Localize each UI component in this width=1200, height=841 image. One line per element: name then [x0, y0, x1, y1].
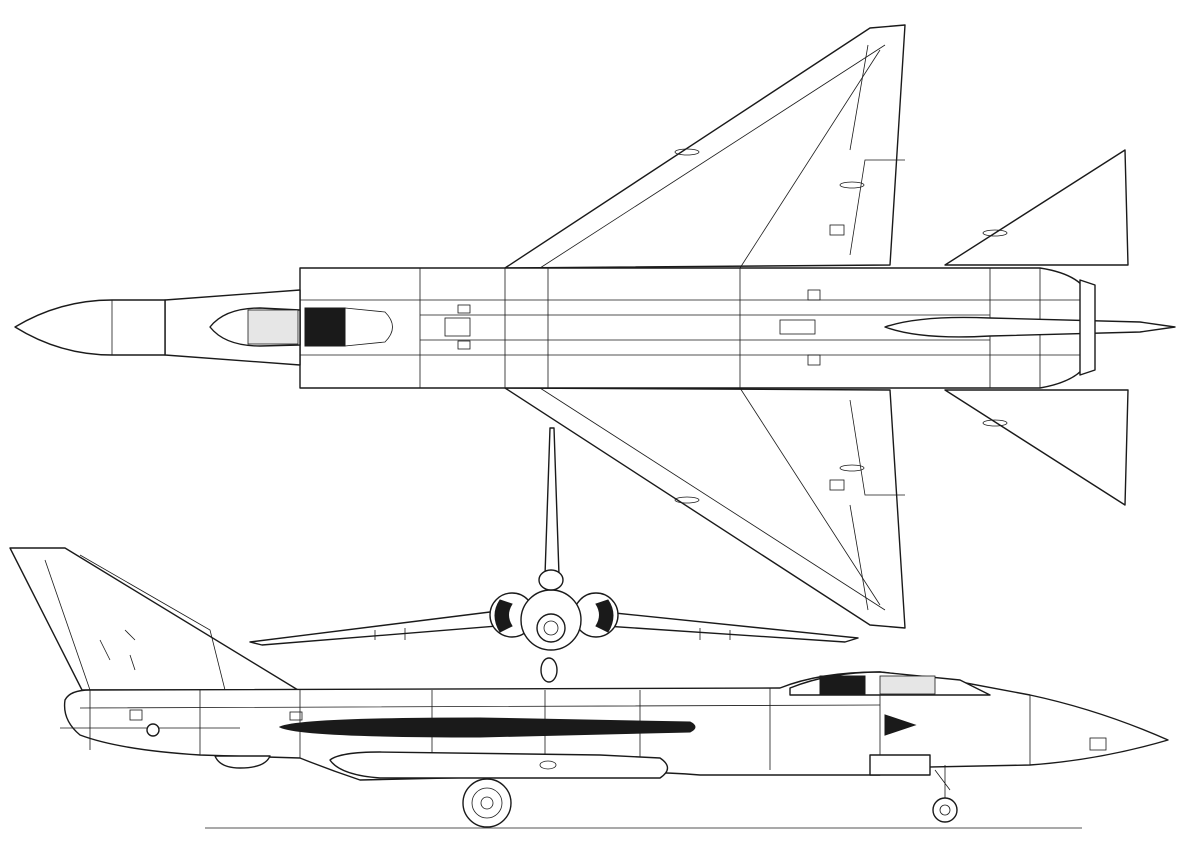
top-view-tail-pod-and-probe: [884, 279, 1176, 376]
side-view: [9, 547, 1169, 829]
side-view-nose-landing-gear: [869, 754, 958, 823]
front-view: [249, 427, 859, 683]
side-view-main-landing-gear: [462, 778, 512, 828]
top-view: [14, 24, 1176, 629]
top-view-canopy: [247, 309, 299, 345]
top-view-lower-wing: [504, 387, 906, 629]
side-view-canopy: [879, 675, 936, 695]
top-view-tailplanes: [944, 149, 1129, 506]
top-view-fuselage: [14, 267, 1091, 389]
front-view-left-wing: [249, 611, 511, 646]
side-view-ventral-tank: [329, 751, 669, 779]
front-view-right-wing: [589, 611, 859, 643]
side-view-missile: [278, 717, 696, 738]
front-view-fin: [544, 427, 560, 576]
side-view-fin: [9, 547, 299, 691]
front-view-canopy: [538, 569, 564, 591]
top-view-upper-wing: [504, 24, 906, 269]
